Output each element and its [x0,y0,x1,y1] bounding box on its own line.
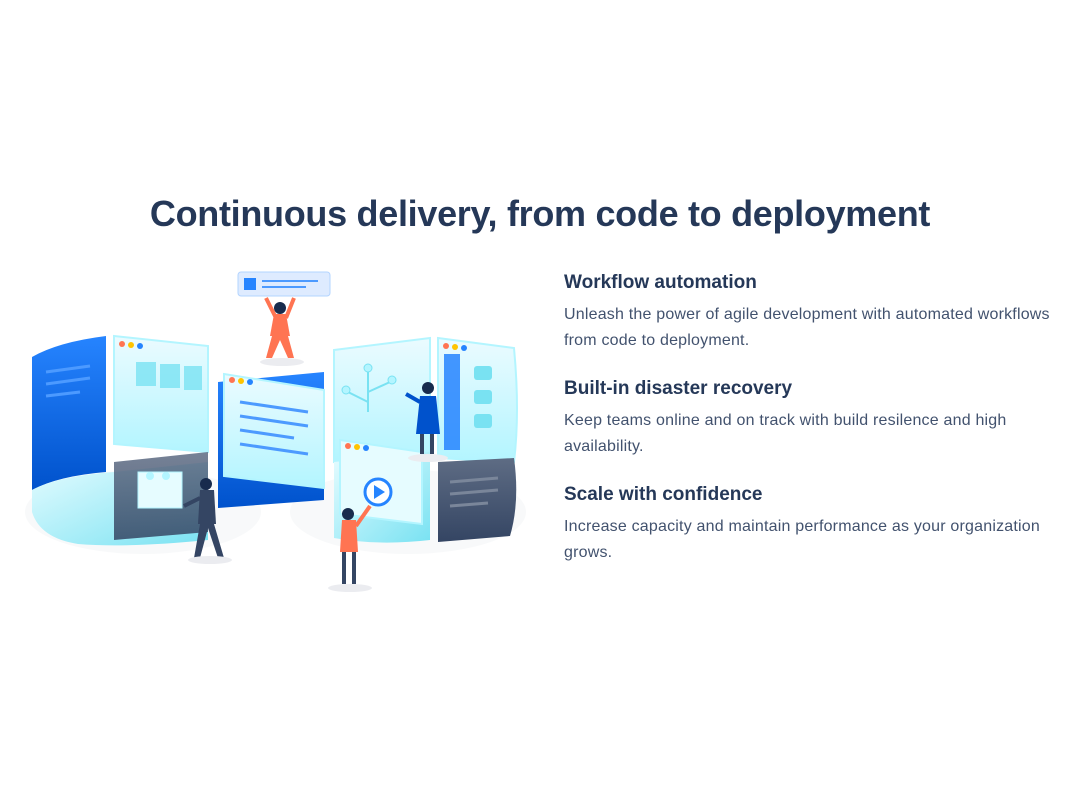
feature-title: Built-in disaster recovery [564,378,793,399]
feature-title: Workflow automation [564,272,757,293]
feature-item-workflow-automation: Workflow automation Unleash the power of… [564,270,1069,354]
feature-description: Unleash the power of agile development w… [564,306,1050,349]
feature-description: Increase capacity and maintain performan… [564,518,1040,561]
infinity-workflow-illustration [18,262,530,604]
page-title: Continuous delivery, from code to deploy… [149,193,931,234]
feature-item-disaster-recovery: Built-in disaster recovery Keep teams on… [564,376,1069,460]
feature-item-scale-with-confidence: Scale with confidence Increase capacity … [564,482,1069,566]
feature-description: Keep teams online and on track with buil… [564,412,1007,455]
feature-list: Workflow automation Unleash the power of… [564,270,1069,588]
feature-title: Scale with confidence [564,484,763,505]
